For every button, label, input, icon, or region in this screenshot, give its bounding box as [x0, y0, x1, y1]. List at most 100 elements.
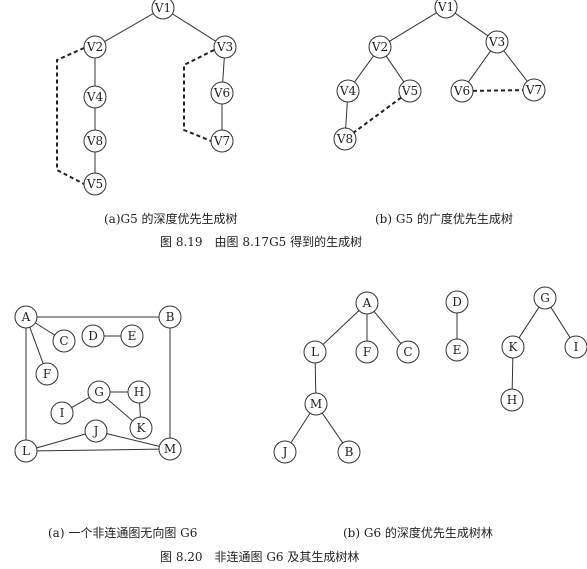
- dashed-edge-v6-v7: [472, 89, 524, 92]
- node-l: L: [14, 439, 38, 463]
- node-circle: [127, 380, 151, 404]
- dashed-edge-v5-v8: [353, 96, 402, 134]
- edge-v4-v8: [345, 101, 348, 129]
- node-circle: [333, 127, 357, 151]
- node-i: I: [50, 401, 74, 425]
- node-l: L: [303, 340, 327, 364]
- edge-g-k: [107, 398, 133, 422]
- node-circle: [485, 30, 509, 54]
- node-e: E: [445, 338, 469, 362]
- node-circle: [210, 81, 234, 105]
- edge-k-h: [511, 357, 514, 390]
- node-circle: [84, 419, 108, 443]
- node-label: B: [166, 310, 175, 324]
- node-label: V3: [216, 40, 233, 54]
- node-circle: [500, 388, 524, 412]
- node-label: G: [540, 291, 550, 305]
- node-h: H: [127, 380, 151, 404]
- node-circle: [533, 286, 557, 310]
- node-m: M: [158, 437, 182, 461]
- edge-v2-v5: [385, 55, 405, 83]
- node-a: A: [14, 305, 38, 329]
- node-c: C: [52, 329, 76, 353]
- node-label: K: [509, 340, 519, 354]
- node-circle: [337, 440, 361, 464]
- node-label: V8: [336, 132, 353, 146]
- node-circle: [81, 324, 105, 348]
- node-d: D: [445, 290, 469, 314]
- edge-v3-v6: [467, 50, 492, 83]
- node-v5: V5: [398, 79, 422, 103]
- node-circle: [398, 79, 422, 103]
- node-v2: V2: [83, 35, 107, 59]
- node-v7: V7: [210, 129, 234, 153]
- node-label: V1: [437, 0, 454, 14]
- node-v3: V3: [485, 30, 509, 54]
- node-v8: V8: [333, 127, 357, 151]
- dashed-edge-v3-v7: [183, 49, 215, 142]
- node-circle: [83, 172, 107, 196]
- caption-g6-dfs: (b) G6 的深度优先生成树林: [343, 525, 493, 540]
- node-v4: V4: [83, 85, 107, 109]
- node-circle: [336, 79, 360, 103]
- node-circle: [355, 291, 379, 315]
- node-v8: V8: [83, 129, 107, 153]
- node-label: I: [60, 406, 65, 420]
- node-label: V5: [86, 177, 103, 191]
- node-circle: [129, 416, 153, 440]
- node-d: D: [81, 324, 105, 348]
- node-label: A: [21, 310, 31, 324]
- node-c: C: [396, 340, 420, 364]
- node-k: K: [501, 335, 525, 359]
- edge-a-c: [35, 322, 55, 336]
- edge-g-i: [550, 307, 571, 338]
- node-label: V8: [86, 134, 103, 148]
- node-v3: V3: [213, 35, 237, 59]
- node-circle: [35, 362, 59, 386]
- edge-v3-v7: [503, 50, 528, 82]
- node-circle: [52, 329, 76, 353]
- node-circle: [368, 35, 392, 59]
- edge-g-i: [71, 396, 90, 409]
- node-label: V6: [213, 86, 230, 100]
- node-label: V2: [371, 40, 388, 54]
- node-v6: V6: [210, 81, 234, 105]
- node-f: F: [355, 340, 379, 364]
- node-circle: [14, 439, 38, 463]
- caption-figure-8-19: 图 8.19 由图 8.17G5 得到的生成树: [160, 234, 362, 249]
- node-f: F: [35, 362, 59, 386]
- node-j: J: [84, 419, 108, 443]
- node-label: M: [310, 397, 322, 411]
- node-circle: [83, 35, 107, 59]
- edge-a-f: [29, 327, 44, 364]
- node-label: E: [128, 329, 137, 343]
- node-label: I: [574, 340, 579, 354]
- node-label: F: [363, 345, 371, 359]
- node-e: E: [120, 324, 144, 348]
- node-label: H: [134, 385, 144, 399]
- node-label: V2: [86, 40, 103, 54]
- caption-g5-bfs: (b) G5 的广度优先生成树: [375, 211, 513, 226]
- node-circle: [158, 437, 182, 461]
- node-circle: [564, 335, 587, 359]
- edge-a-l: [322, 310, 360, 345]
- caption-g6-graph: (a) 一个非连通图无向图 G6: [48, 525, 197, 540]
- edge-v1-v2: [389, 12, 437, 42]
- node-circle: [83, 85, 107, 109]
- node-label: B: [345, 445, 354, 459]
- node-circle: [273, 440, 297, 464]
- node-label: M: [164, 442, 176, 456]
- node-label: J: [92, 424, 99, 438]
- node-h: H: [500, 388, 524, 412]
- node-label: K: [137, 421, 147, 435]
- node-label: V3: [488, 35, 505, 49]
- node-g: G: [87, 380, 111, 404]
- node-j: J: [273, 440, 297, 464]
- node-circle: [450, 79, 474, 103]
- edge-l-m: [314, 362, 317, 394]
- node-circle: [87, 380, 111, 404]
- node-m: M: [304, 392, 328, 416]
